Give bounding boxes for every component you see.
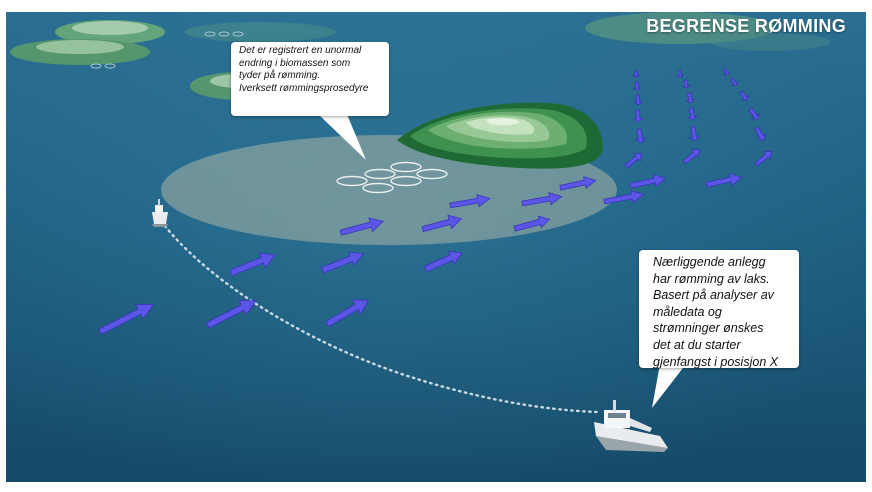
callout-farm: Det er registrert en unormal endring i b…	[231, 42, 389, 116]
current-arrow	[229, 252, 276, 277]
current-arrow	[632, 109, 645, 123]
current-arrow	[421, 214, 463, 233]
current-arrow	[325, 299, 370, 328]
current-arrow	[730, 77, 740, 87]
current-arrow	[632, 81, 643, 91]
island	[397, 102, 603, 169]
callout-vessel-line: gjenfangst i posisjon X	[653, 354, 779, 369]
current-arrow	[688, 126, 701, 142]
fish-farm-cages	[336, 161, 448, 194]
boat-small	[152, 199, 168, 227]
callout-vessel-line: Basert på analyser av	[653, 288, 774, 303]
callout-farm-line: endring i biomassen som	[239, 57, 351, 69]
callout-vessel-line: måledata og	[653, 304, 722, 319]
current-arrow	[748, 107, 761, 120]
current-arrow	[686, 107, 699, 121]
callout-farm-tail	[316, 112, 366, 160]
current-arrow	[722, 67, 731, 76]
callout-vessel-line: Nærliggende anlegg	[653, 255, 766, 269]
current-arrow	[449, 194, 491, 209]
current-arrow	[754, 151, 773, 167]
current-arrow	[634, 128, 647, 144]
boat-large	[594, 400, 668, 452]
current-arrow	[632, 94, 644, 106]
callout-farm-line: Iverksett rømmingsprosedyre	[239, 82, 369, 94]
current-arrow	[631, 69, 641, 78]
current-arrow	[675, 69, 685, 78]
current-arrow	[739, 90, 750, 101]
current-arrow	[681, 79, 692, 89]
current-arrow	[98, 303, 155, 335]
current-arrow	[624, 153, 643, 169]
current-arrow	[705, 173, 743, 188]
current-arrow	[685, 92, 696, 104]
current-arrow	[320, 251, 365, 274]
callout-vessel: Nærliggende anlegg har rømming av laks. …	[639, 250, 799, 369]
callout-vessel-line: strømninger ønskes	[653, 321, 764, 336]
current-arrow	[206, 300, 257, 329]
callout-vessel-line: det at du starter	[653, 337, 741, 352]
current-arrow	[521, 192, 563, 207]
callout-vessel-line: har rømming av laks.	[653, 271, 770, 286]
current-arrow	[754, 126, 767, 141]
current-arrow	[603, 190, 645, 205]
current-arrow	[629, 174, 667, 189]
current-arrow	[559, 176, 597, 191]
current-arrow	[423, 250, 463, 273]
current-arrow	[682, 149, 701, 165]
callout-farm-line: Det er registrert en unormal	[239, 45, 362, 56]
page-title: BEGRENSE RØMMING	[646, 16, 846, 36]
callout-vessel-tail	[652, 364, 686, 408]
current-arrows	[98, 67, 773, 335]
current-arrow	[513, 215, 551, 232]
route-dotted-line	[163, 224, 600, 414]
current-arrow	[339, 217, 385, 236]
callout-farm-line: tyder på rømming.	[239, 70, 321, 81]
